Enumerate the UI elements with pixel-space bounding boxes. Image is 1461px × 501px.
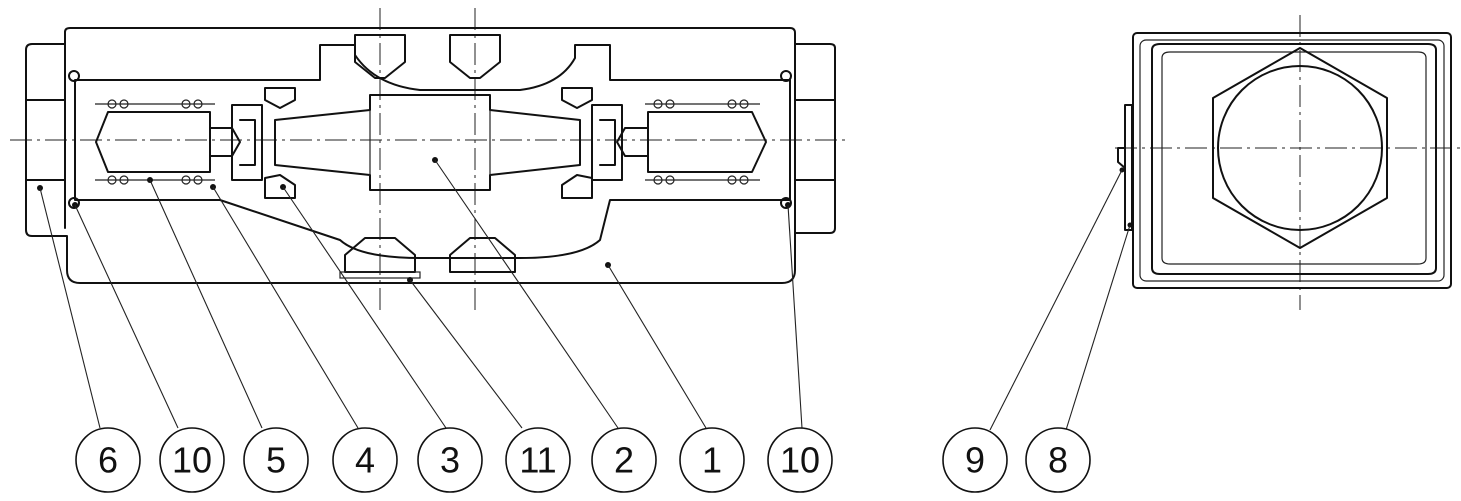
top-port-left [354,34,406,79]
bottom-port-right [449,237,516,273]
svg-text:2: 2 [614,440,634,481]
port-circle [1217,65,1383,231]
end-view-chamfer-frame [1151,43,1437,275]
retainer-left-top [264,87,296,109]
retainer-right-top [561,87,593,109]
top-port-right [449,34,501,79]
balloon-10-left: 10 [159,427,225,493]
seat-right [591,104,623,181]
leader-5 [149,179,263,429]
svg-text:8: 8 [1048,440,1068,481]
leader-10-left [74,204,179,429]
balloon-2: 2 [591,427,657,493]
o-ring-bottom-right [780,197,792,209]
end-view-outer-frame [1132,32,1452,289]
balloon-3: 3 [417,427,483,493]
poppet-right-stem [616,127,649,157]
spring-right [645,99,760,185]
o-ring-bottom-left [68,197,80,209]
svg-text:5: 5 [266,440,286,481]
svg-text:10: 10 [172,440,212,481]
left-end-cap [25,43,66,229]
leader-3 [282,186,447,429]
screw-head-9 [1117,147,1126,169]
leader-11 [409,279,523,429]
leader-2 [434,159,619,429]
inner-cavity [74,44,791,259]
poppet-left [95,111,211,173]
seat-left [231,104,263,181]
balloon-5: 5 [243,427,309,493]
o-ring-top-right [780,70,792,82]
plate-11 [339,271,421,279]
svg-text:9: 9 [965,440,985,481]
svg-text:3: 3 [440,440,460,481]
balloon-8: 8 [1025,427,1091,493]
retainer-right-bottom [561,174,593,199]
leader-1 [607,264,707,429]
leader-9 [989,169,1123,431]
svg-text:11: 11 [519,440,556,481]
leader-8 [1065,224,1131,431]
central-spool [274,94,581,191]
leader-4 [212,186,359,429]
svg-text:1: 1 [702,440,722,481]
balloon-11: 11 [505,427,571,493]
section-view [10,8,850,429]
end-view-inner-frame-1 [1139,39,1445,282]
hex-nut [1212,47,1388,249]
poppet-right [647,111,767,173]
svg-text:6: 6 [98,440,118,481]
o-ring-top-left [68,70,80,82]
balloon-9: 9 [942,427,1008,493]
balloon-1: 1 [679,427,745,493]
balloon-10-right: 10 [767,427,833,493]
poppet-left-stem [209,127,241,157]
leader-6 [39,187,101,429]
balloon-6: 6 [75,427,141,493]
retainer-left-bottom [264,174,296,199]
end-view [989,15,1461,431]
end-view-inner-frame-2 [1161,51,1427,265]
balloon-4: 4 [332,427,398,493]
svg-text:4: 4 [355,440,375,481]
housing-outline [25,27,836,284]
side-plate-8 [1124,104,1133,231]
spring-left [95,99,215,185]
svg-text:10: 10 [780,440,820,481]
leader-10-right [787,204,803,429]
right-end-cap [794,43,836,234]
